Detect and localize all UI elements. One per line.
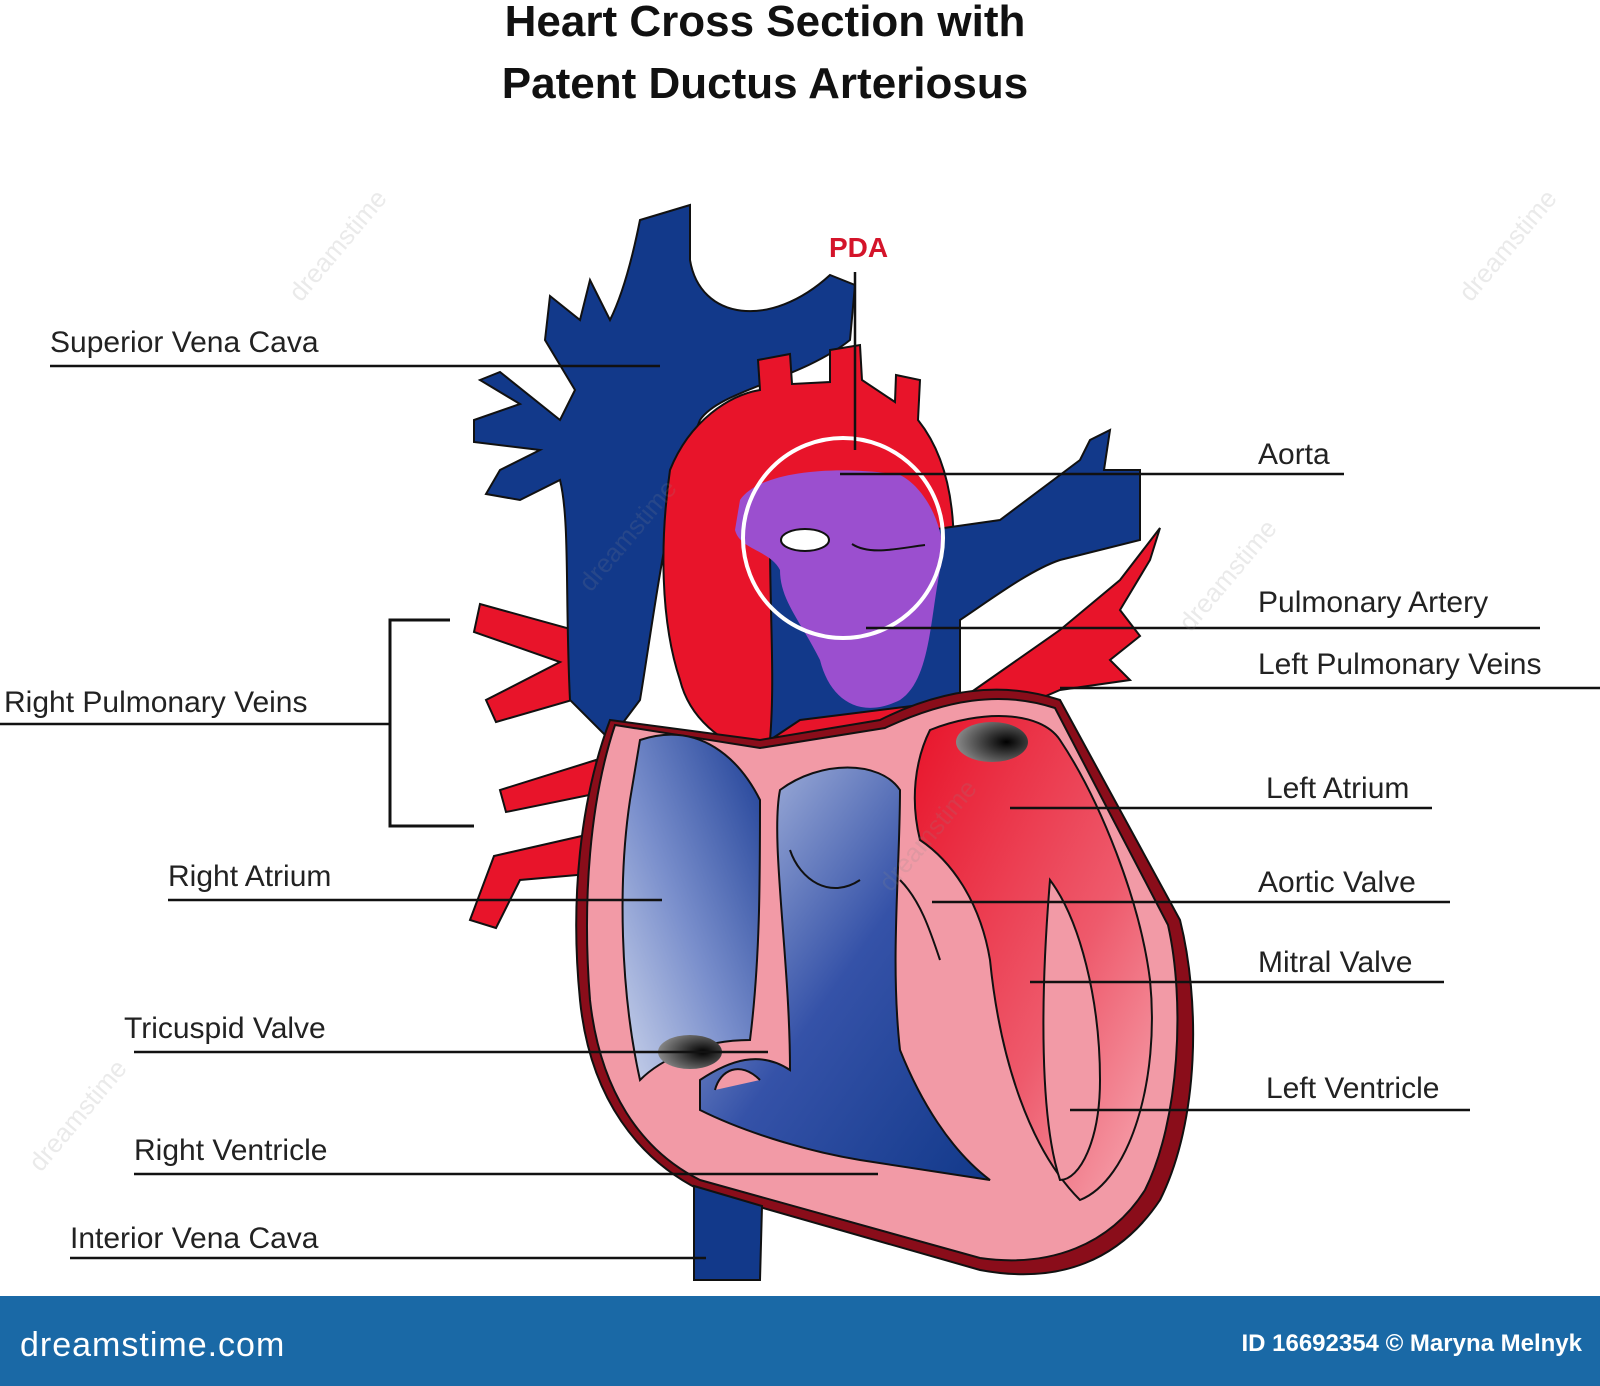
pda-label: PDA [829,232,889,263]
heart-illustration [0,203,1600,1281]
label-pulmonary-artery: Pulmonary Artery [1258,586,1489,619]
leader-lines [0,364,1600,1260]
pda-mixing-shape [735,470,943,708]
right-ventricle-chamber [699,766,991,1181]
label-left-ventricle: Left Ventricle [1266,1072,1440,1105]
label-left-atrium: Left Atrium [1266,772,1410,805]
footer-site-logo[interactable]: dreamstime.com [20,1326,286,1364]
superior-vena-cava-shape [473,203,857,742]
label-interior-vena-cava: Interior Vena Cava [70,1222,319,1255]
left-pulmonary-veins-shape [958,527,1161,722]
footer-credit: ID 16692354 © Maryna Melnyk [1241,1330,1582,1357]
diagram-title-line-2: Patent Ductus Arteriosus [501,59,1029,108]
inferior-vena-cava-shape [693,1184,764,1281]
label-left-pulmonary-veins: Left Pulmonary Veins [1258,648,1542,681]
diagram-title-line-1: Heart Cross Section with [504,0,1026,46]
label-aorta: Aorta [1258,438,1330,471]
label-right-ventricle: Right Ventricle [134,1134,328,1167]
footer-bar: dreamstime.com ID 16692354 © Maryna Meln… [0,1296,1600,1386]
label-right-pulmonary-veins: Right Pulmonary Veins [4,686,308,719]
label-superior-vena-cava: Superior Vena Cava [50,326,319,359]
label-aortic-valve: Aortic Valve [1258,866,1416,899]
label-mitral-valve: Mitral Valve [1258,946,1413,979]
label-right-atrium: Right Atrium [168,860,332,893]
right-pulmonary-veins-bracket [388,618,474,828]
right-atrium-chamber [621,733,762,1082]
pda-highlight-ring [741,436,945,640]
label-tricuspid-valve: Tricuspid Valve [124,1012,326,1045]
